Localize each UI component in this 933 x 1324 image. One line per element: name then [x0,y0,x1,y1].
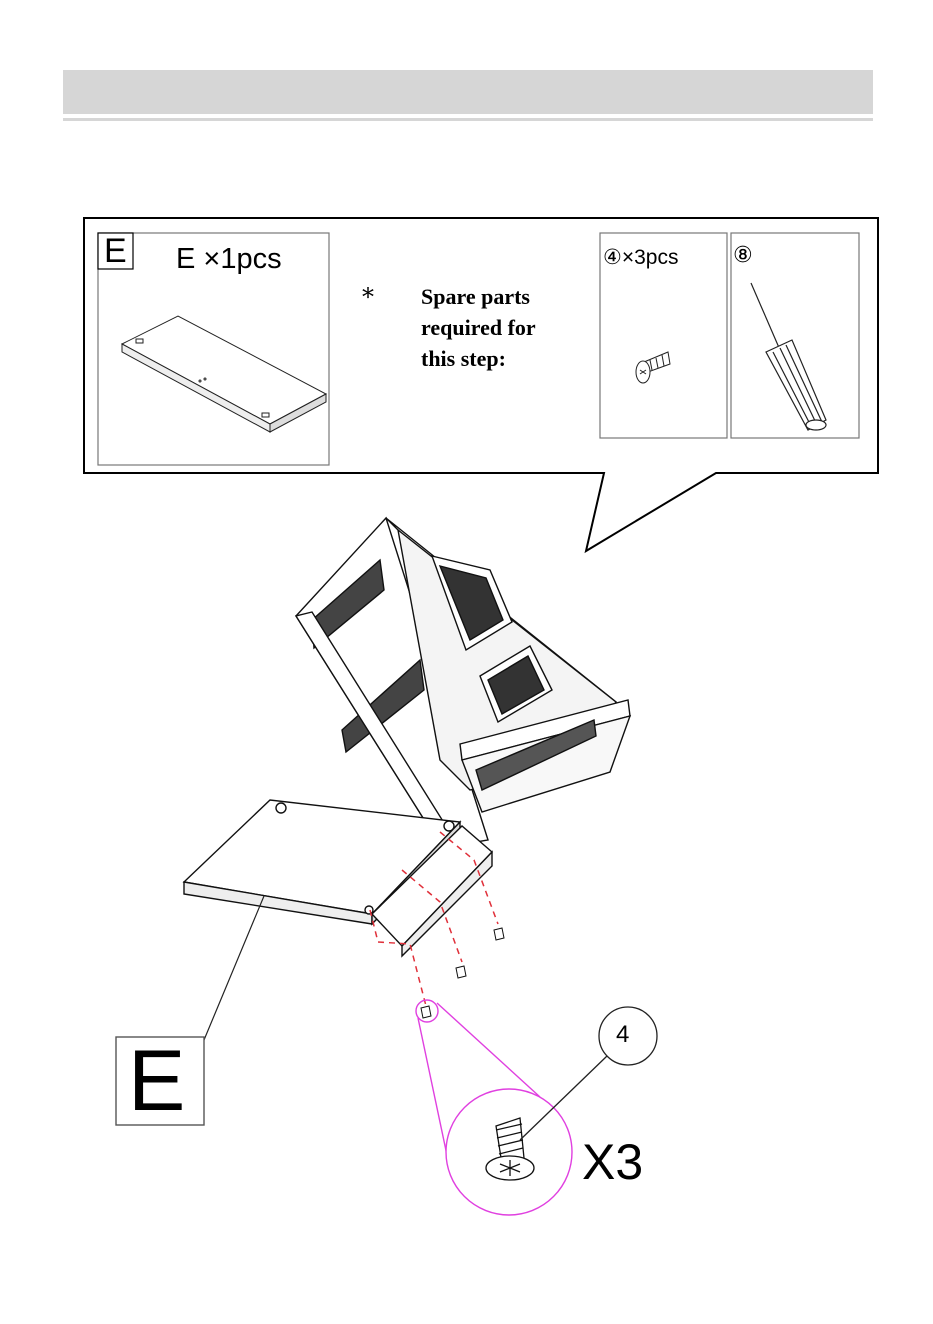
spare-parts-line: Spare parts [421,281,591,312]
part-letter: E [104,232,127,271]
spare-parts-line: this step: [421,343,591,374]
part-quantity: E ×1pcs [176,243,282,276]
asterisk: * [362,283,374,311]
panel-e-leader [204,896,264,1040]
quantity-multiplier: X3 [582,1133,643,1191]
spare-parts-line: required for [421,312,591,343]
callout-number: 4 [616,1021,629,1049]
tool-number: ⑧ [733,243,753,268]
screw-quantity: ④×3pcs [603,245,678,270]
diagram-screws [421,928,504,1018]
diagram-panel-e [184,800,492,956]
spare-parts-note: Spare parts required for this step: [421,281,591,374]
diagram-part-label: E [128,1038,185,1124]
cabinet-frame-icon [296,518,630,848]
magnifier [416,1000,572,1215]
